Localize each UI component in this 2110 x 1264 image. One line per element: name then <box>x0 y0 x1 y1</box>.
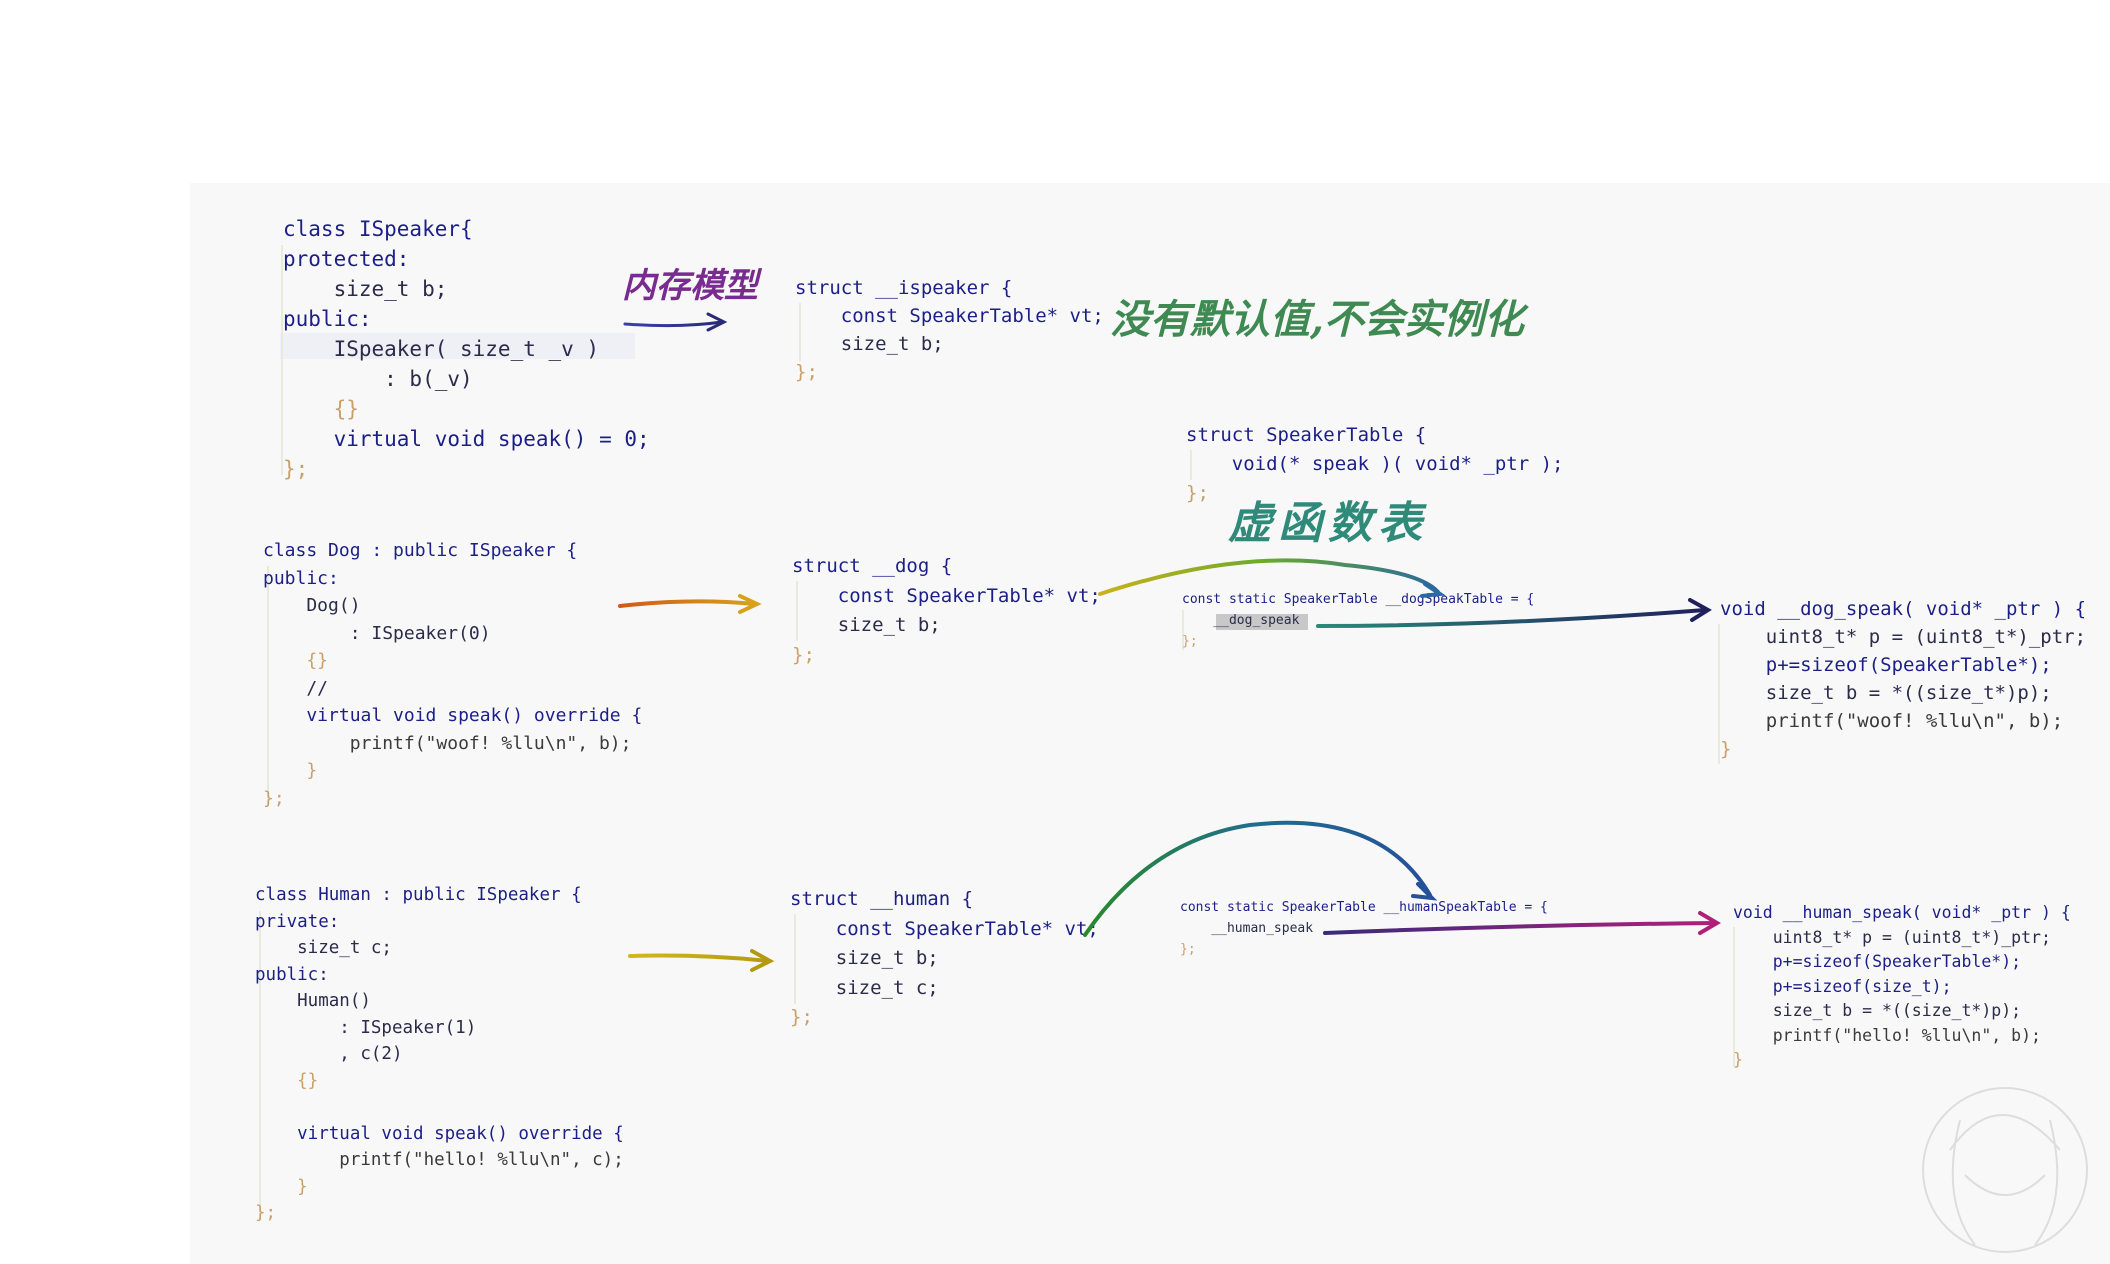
ispeaker-class-line: ISpeaker( size_t _v ) <box>283 337 600 361</box>
speaker-table-line: void(* speak )( void* _ptr ); <box>1186 453 1564 475</box>
dog-struct-line: }; <box>792 643 815 666</box>
human-class-line: Human() <box>255 991 371 1011</box>
dog-speak-fn-line: } <box>1720 738 1732 760</box>
human-table-line: }; <box>1180 942 1196 957</box>
human-speak-table-code: const static SpeakerTable __humanSpeakTa… <box>1180 900 1570 966</box>
dog-class-line: class Dog : public ISpeaker { <box>263 540 578 561</box>
speaker-table-line: struct SpeakerTable { <box>1186 424 1427 446</box>
human-struct-line: struct __human { <box>790 888 974 910</box>
human-class-line: } <box>255 1176 308 1197</box>
human-struct-line: size_t c; <box>790 976 939 999</box>
arrow-human-table-to-fn <box>1323 911 1721 935</box>
ispeaker-class-line: virtual void speak() = 0; <box>283 427 650 451</box>
human-struct-line: }; <box>790 1006 813 1028</box>
human-class-line: , c(2) <box>255 1044 403 1064</box>
arrow-human-to-struct <box>628 949 775 972</box>
dog-speak-fn-line: p+=sizeof(SpeakerTable*); <box>1720 654 2052 676</box>
dog-class-line: }; <box>263 787 285 809</box>
dog-speak-fn-line: uint8_t* p = (uint8_t*)_ptr; <box>1720 626 2087 648</box>
human-class-line: public: <box>255 964 329 985</box>
arrow-vt-to-dog-table <box>1098 558 1446 598</box>
dog-speak-table-code: const static SpeakerTable __dogSpeakTabl… <box>1182 592 1572 658</box>
dog-table-line: const static SpeakerTable __dogSpeakTabl… <box>1182 592 1535 607</box>
ispeaker-struct-code: struct __ispeaker { const SpeakerTable* … <box>795 277 1125 392</box>
human-class-line: private: <box>255 911 340 932</box>
ispeaker-class-line: public: <box>283 307 372 331</box>
human-speak-fn-line: void __human_speak( void* _ptr ) { <box>1733 903 2071 922</box>
dog-speak-fn-line: size_t b = *((size_t*)p); <box>1720 682 2052 704</box>
human-speak-fn-line: } <box>1733 1050 1743 1069</box>
ispeaker-struct-line: const SpeakerTable* vt; <box>795 305 1104 327</box>
ispeaker-struct-line: }; <box>795 361 818 383</box>
arrow-dog-to-struct <box>618 594 762 614</box>
human-class-line: size_t c; <box>255 938 392 958</box>
dog-class-line: } <box>263 760 318 781</box>
ispeaker-class-line: class ISpeaker{ <box>283 217 473 241</box>
memory-model-note: 内存模型 <box>622 266 758 306</box>
dog-class-line: // <box>263 677 329 699</box>
human-speak-fn-line: p+=sizeof(size_t); <box>1733 976 1952 996</box>
human-speak-fn-line: uint8_t* p = (uint8_t*)_ptr; <box>1733 927 2051 947</box>
human-speak-fn-line: size_t b = *((size_t*)p); <box>1733 1001 2022 1020</box>
human-class-line: }; <box>255 1203 277 1223</box>
human-speak-fn-line: p+=sizeof(SpeakerTable*); <box>1733 952 2022 971</box>
dog-struct-line: const SpeakerTable* vt; <box>792 584 1101 607</box>
dog-table-line: }; <box>1182 634 1198 649</box>
dog-class-line: : ISpeaker(0) <box>263 622 491 644</box>
dog-speak-function-code: void __dog_speak( void* _ptr ) { uint8_t… <box>1718 598 2090 768</box>
ispeaker-struct-line: size_t b; <box>795 333 944 355</box>
dog-struct-line: struct __dog { <box>792 555 953 577</box>
dog-class-line: {} <box>263 650 329 671</box>
human-class-code: class Human : public ISpeaker {private: … <box>255 885 624 1235</box>
no-default-value-note: 没有默认值,不会实例化 <box>1110 296 1524 343</box>
human-class-line: {} <box>255 1070 319 1091</box>
dog-class-line: printf("woof! %llu\n", b); <box>263 732 632 754</box>
vtable-note: 虚函数表 <box>1228 498 1428 549</box>
ispeaker-struct-line: struct __ispeaker { <box>795 277 1013 299</box>
human-speak-function-code: void __human_speak( void* _ptr ) { uint8… <box>1733 903 2083 1078</box>
ispeaker-class-line: protected: <box>283 247 410 271</box>
dog-speak-fn-line: printf("woof! %llu\n", b); <box>1720 710 2064 732</box>
dog-class-line: virtual void speak() override { <box>263 705 643 726</box>
human-class-line: virtual void speak() override { <box>255 1123 624 1144</box>
dog-table-line: __dog_speak <box>1182 613 1300 628</box>
human-struct-line: size_t b; <box>790 947 939 969</box>
human-struct-line: const SpeakerTable* vt; <box>790 917 1099 940</box>
code-panel <box>190 183 2110 1264</box>
dog-class-code: class Dog : public ISpeaker { public: Dog… <box>263 540 642 820</box>
ispeaker-class-line: }; <box>283 457 309 481</box>
human-table-line: const static SpeakerTable __humanSpeakTa… <box>1180 900 1548 915</box>
human-class-line: printf("hello! %llu\n", c); <box>255 1150 624 1170</box>
speaker-table-line: }; <box>1186 482 1209 504</box>
dog-class-line: public: <box>263 567 339 589</box>
dog-speak-fn-line: void __dog_speak( void* _ptr ) { <box>1720 598 2087 620</box>
human-table-line: __human_speak <box>1180 921 1314 936</box>
ispeaker-class-line: : b(_v) <box>283 367 473 391</box>
ispeaker-class-code: class ISpeaker{ protected: size_t b; publi… <box>280 217 650 487</box>
speaker-table-struct-code: struct SpeakerTable { void(* speak )( vo… <box>1186 424 1586 514</box>
human-speak-fn-line: printf("hello! %llu\n", b); <box>1733 1025 2041 1045</box>
dog-struct-code: struct __dog { const SpeakerTable* vt; s… <box>792 555 1122 675</box>
human-class-line: class Human : public ISpeaker { <box>255 885 582 905</box>
arrow-vt-to-human-table <box>1083 820 1438 937</box>
dog-struct-line: size_t b; <box>792 614 941 636</box>
dog-class-line: Dog() <box>263 595 361 616</box>
arrow-class-to-struct <box>623 312 728 332</box>
ispeaker-class-line: size_t b; <box>283 277 448 301</box>
arrow-dog-table-to-fn <box>1316 598 1712 628</box>
human-class-line: : ISpeaker(1) <box>255 1017 477 1038</box>
human-struct-code: struct __human { const SpeakerTable* vt;… <box>790 888 1120 1038</box>
ispeaker-class-line: {} <box>283 397 359 421</box>
